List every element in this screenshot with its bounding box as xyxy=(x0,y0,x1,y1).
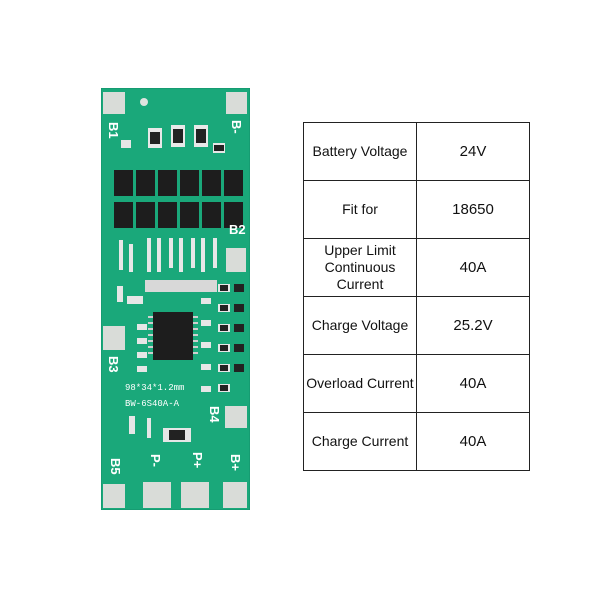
spec-label: Battery Voltage xyxy=(303,122,417,181)
spec-value: 40A xyxy=(416,412,530,471)
spec-row: Charge Voltage 25.2V xyxy=(303,296,530,355)
pad-b-plus xyxy=(223,482,247,508)
spec-label-line: Continuous xyxy=(324,259,396,275)
pad-label-b4: B4 xyxy=(207,406,222,423)
spec-label: Charge Current xyxy=(303,412,417,471)
spec-label: Fit for xyxy=(303,180,417,239)
top-resistors xyxy=(148,125,208,148)
bms-ic xyxy=(148,312,198,360)
pad-label-b3: B3 xyxy=(106,356,121,373)
spec-label-line: Current xyxy=(336,276,384,292)
mosfet-row-bottom xyxy=(114,202,243,228)
pad-b2 xyxy=(226,248,246,272)
pad-b5 xyxy=(103,484,125,508)
pad-label-p-plus: P+ xyxy=(190,452,205,469)
pad-p-plus xyxy=(181,482,209,508)
silkscreen-size: 98*34*1.2mm xyxy=(125,383,184,393)
spec-value: 25.2V xyxy=(416,296,530,355)
spec-row: Battery Voltage 24V xyxy=(303,122,530,181)
spec-label: Overload Current xyxy=(303,354,417,413)
silkscreen-model: BW-6S40A-A xyxy=(125,399,180,409)
spec-label: Charge Voltage xyxy=(303,296,417,355)
spec-value: 40A xyxy=(416,354,530,413)
pad-p-minus xyxy=(143,482,171,508)
mosfet-row-top xyxy=(114,170,243,196)
connector-strip xyxy=(145,280,217,292)
spec-label: Upper Limit Continuous Current xyxy=(303,238,417,297)
spec-label-line: Upper Limit xyxy=(324,242,396,258)
pad-b3 xyxy=(103,326,125,350)
pad-label-b1: B1 xyxy=(106,122,121,139)
spec-row: Upper Limit Continuous Current 40A xyxy=(303,238,530,297)
spec-row: Charge Current 40A xyxy=(303,412,530,471)
spec-table: Battery Voltage 24V Fit for 18650 Upper … xyxy=(303,122,530,471)
pad-label-p-minus: P- xyxy=(148,454,163,467)
pad-label-b5: B5 xyxy=(108,458,123,475)
pad-label-b-plus: B+ xyxy=(228,454,243,471)
bms-board-image: 98*34*1.2mm BW-6S40A-A B1 B- B2 B3 B4 B5… xyxy=(101,88,250,510)
pcb-body xyxy=(101,88,250,510)
spec-row: Fit for 18650 xyxy=(303,180,530,239)
component-columns xyxy=(119,238,217,272)
spec-value: 18650 xyxy=(416,180,530,239)
pad-b-minus xyxy=(226,92,247,114)
spec-value: 40A xyxy=(416,238,530,297)
spec-row: Overload Current 40A xyxy=(303,354,530,413)
pad-b1 xyxy=(103,92,125,114)
spec-value: 24V xyxy=(416,122,530,181)
pad-b4 xyxy=(225,406,247,428)
pad-label-b-minus: B- xyxy=(229,120,244,134)
pad-label-b2: B2 xyxy=(229,222,246,237)
right-components xyxy=(218,284,244,392)
